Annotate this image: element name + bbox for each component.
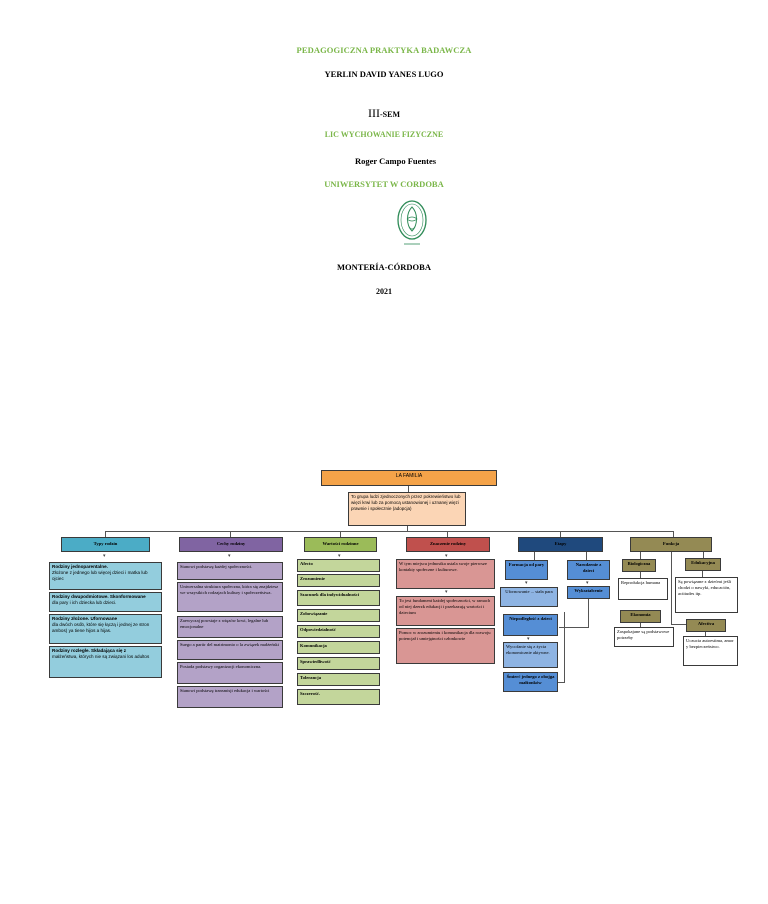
map-root: LA FAMILIA [321, 470, 497, 486]
etapy-ufornowanie: Ufornowanie ... stała para [500, 587, 558, 607]
funkcja-biologiczna: Biologiczna [622, 559, 656, 572]
wartosci-item: Komunikacja [297, 641, 380, 654]
etapy-smierc: Śmierć jednego z obojga małżonków [503, 672, 558, 692]
znaczenie-item: W tym miejscu jednostka ustala swoje pie… [396, 559, 495, 589]
funkcja-afectiva: Afectiva [686, 619, 726, 632]
wartosci-header: Wartości rodzinne [304, 537, 377, 552]
cover-year: 2021 [376, 287, 392, 296]
cechy-item: Stanowi podstawę transmisji edukacja i w… [177, 686, 283, 708]
cover-author: YERLIN DAVID YANES LUGO [324, 69, 444, 79]
cover-semester: III-SEM [0, 106, 768, 121]
cover-teacher: Roger Campo Fuentes [355, 156, 437, 166]
cover-program: LIC WYCHOWANIE FIZYCZNE [324, 130, 444, 139]
cechy-header: Cechy rodziny [179, 537, 283, 552]
wartosci-item: Tolerancja [297, 673, 380, 686]
cechy-item: Uniwersalna struktura społeczna, która s… [177, 582, 283, 612]
znaczenie-item: Pomoc w zrozumieniu i komunikacja dla ro… [396, 628, 495, 664]
znaczenie-header: Znaczenie rodziny [406, 537, 490, 552]
wartosci-item: Zrozumienie [297, 574, 380, 587]
cover-city: MONTERÍA-CÓRDOBA [337, 262, 431, 272]
wartosci-item: Szacunek dla indywidualności [297, 590, 380, 606]
wartosci-item: Zobowiązanie [297, 609, 380, 622]
wartosci-item: Sprawiedliwość [297, 657, 380, 670]
cechy-item: Suego a partir del matrimonio o la związ… [177, 640, 283, 660]
cover-university: UNIWERSYTET W CORDOBA [324, 179, 444, 189]
funkcja-afectiva-text: Uczucia autoestima, amor y bezpieczeństw… [683, 636, 738, 666]
etapy-wyksztalcenie: Wykształcenie [567, 586, 610, 599]
cechy-item: Zaewyczaj powstaje z więzów krwi, legaln… [177, 616, 283, 638]
cechy-item: Stanowi podstawę każdej społeczności. [177, 562, 283, 580]
wartosci-item: Odpowiedzialność [297, 625, 380, 638]
semester-suffix: -SEM [380, 110, 400, 119]
znaczenie-item: To jest fundament każdej społeczności, w… [396, 596, 495, 626]
typy-header: Typy rodzin [61, 537, 150, 552]
funkcja-ekonomia: Ekonomia [620, 610, 661, 623]
typy-item: Rodziny jednoparentalne.Złożone z jedneg… [49, 562, 162, 590]
cover-title: PEDAGOGICZNA PRAKTYKA BADAWCZA [296, 45, 472, 55]
etapy-wycofanie: Wycofanie się z życia ekonomicznie aktyw… [503, 642, 558, 668]
university-seal-icon [397, 200, 427, 245]
etapy-narodzenie: Narodzenie z dzieci [567, 560, 610, 580]
cechy-item: Posiada podstawy organizacji ekonomiczna… [177, 662, 283, 684]
map-definition: To grupa ludzi zjednoczonych przez pokre… [348, 492, 466, 526]
etapy-header: Etapy [518, 537, 603, 552]
funkcja-biologiczna-text: Reprodukcja humana [618, 578, 668, 600]
funkcja-ekonomia-text: Zaspokajane są podstawowe potrzeby [614, 627, 674, 647]
funkcja-header: Funkcja [630, 537, 712, 552]
funkcja-edukacyjna: Edukacyjna [685, 558, 721, 571]
etapy-niepodleglosc: Niepodległość z dzieci [503, 614, 558, 636]
semester-roman: III [368, 106, 380, 120]
funkcja-edukacyjna-text: Są powiązane z dziećmi jeśli chodzi o na… [675, 577, 738, 613]
etapy-formacja: Formacja od pary [505, 560, 548, 580]
wartosci-item: Afecto [297, 559, 380, 572]
wartosci-item: Szczerość. [297, 689, 380, 705]
